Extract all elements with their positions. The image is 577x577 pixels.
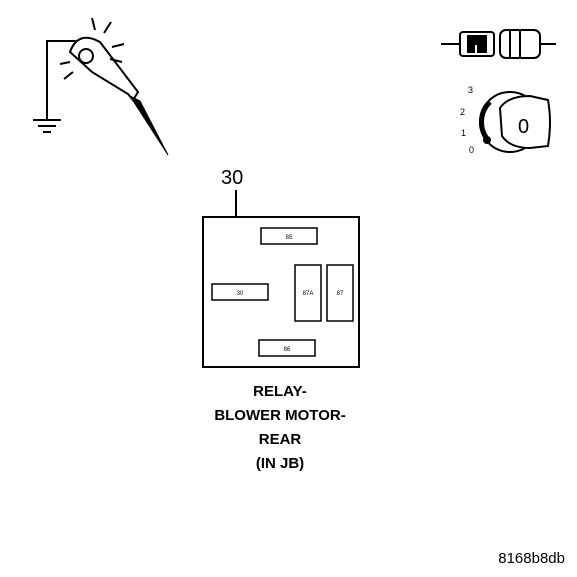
ignition-position-1: 1 (461, 128, 466, 138)
figure-code: 8168b8db (498, 550, 565, 567)
caption-line-2: BLOWER MOTOR- (214, 407, 346, 424)
relay-pin-85-label: 85 (286, 235, 293, 241)
relay-pin-85 (260, 227, 318, 245)
ignition-switch-icon (479, 91, 551, 153)
relay-pin-87a (294, 264, 322, 322)
relay-pin-30-label: 30 (237, 291, 244, 297)
ignition-position-0: 0 (469, 145, 474, 155)
ignition-key-label: 0 (518, 116, 529, 138)
connector-icon (441, 29, 556, 59)
relay-pin-86 (258, 339, 316, 357)
callout-label: 30 (221, 167, 243, 189)
relay-pin-87-label: 87 (337, 291, 344, 297)
caption-line-1: RELAY- (253, 383, 307, 400)
relay-pin-30 (211, 283, 269, 301)
relay-pin-87 (326, 264, 354, 322)
relay-caption: RELAY- BLOWER MOTOR- REAR (IN JB) (130, 380, 430, 476)
ignition-position-3: 3 (468, 85, 473, 95)
ignition-position-2: 2 (460, 107, 465, 117)
test-light-icon (33, 17, 169, 156)
caption-line-4: (IN JB) (255, 455, 305, 472)
relay-pin-86-label: 86 (284, 347, 291, 353)
relay-pin-87a-label: 87A (303, 291, 314, 297)
caption-line-3: REAR (258, 431, 302, 448)
